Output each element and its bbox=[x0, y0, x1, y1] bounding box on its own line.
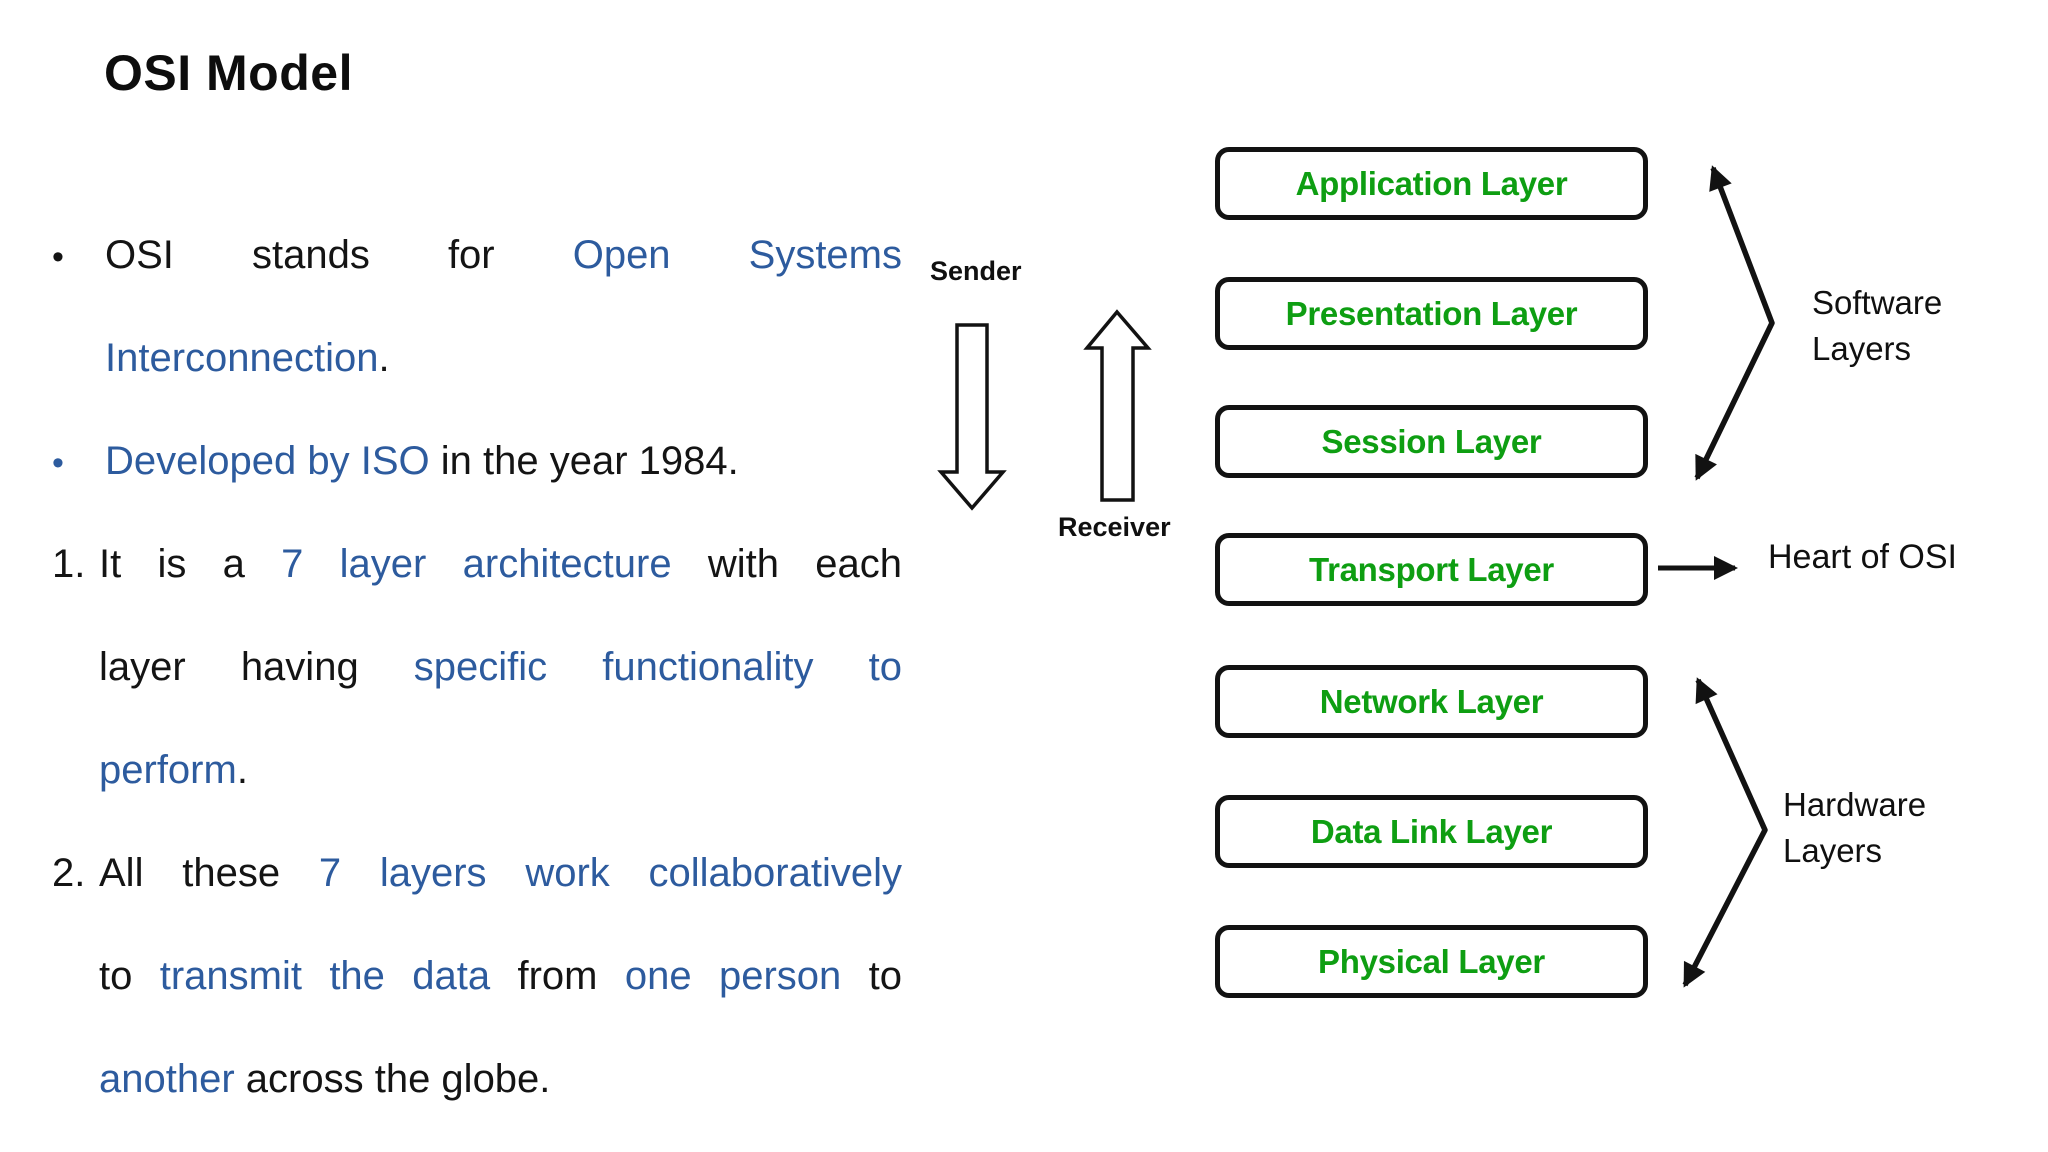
body-line-text: to transmit the data from one person to bbox=[99, 950, 902, 1002]
highlighted-text: perform bbox=[99, 748, 237, 792]
plain-text: to bbox=[99, 954, 160, 998]
layer-box-application-layer: Application Layer bbox=[1215, 147, 1648, 220]
body-line: layer having specific functionality to bbox=[52, 641, 902, 693]
hardware-layers-label: Hardware Layers bbox=[1783, 782, 1926, 874]
highlighted-text: Interconnection bbox=[105, 336, 379, 380]
heart-of-osi-label: Heart of OSI bbox=[1768, 538, 1957, 576]
layer-box-transport-layer: Transport Layer bbox=[1215, 533, 1648, 606]
list-marker: 2. bbox=[52, 851, 86, 895]
highlighted-text: another bbox=[99, 1057, 235, 1101]
plain-text: . bbox=[378, 336, 390, 380]
layer-box-physical-layer: Physical Layer bbox=[1215, 925, 1648, 998]
body-line: perform. bbox=[52, 744, 902, 796]
plain-text: OSI bbox=[105, 233, 252, 277]
highlighted-text: specific functionality to bbox=[413, 645, 902, 689]
body-line: another across the globe. bbox=[52, 1053, 902, 1105]
body-line-text: Developed by ISO in the year 1984. bbox=[105, 435, 902, 487]
sender-label: Sender bbox=[930, 256, 1022, 286]
body-line: 1. It is a 7 layer architecture with each bbox=[52, 538, 902, 590]
plain-text: layer having bbox=[99, 645, 414, 689]
plain-text: to bbox=[841, 954, 902, 998]
plain-text: in the year 1984. bbox=[429, 439, 739, 483]
plain-text: stands bbox=[252, 233, 448, 277]
hardware-label-line2: Layers bbox=[1783, 832, 1883, 869]
plain-text: It is a bbox=[99, 542, 282, 586]
layer-box-data-link-layer: Data Link Layer bbox=[1215, 795, 1648, 868]
body-line-text: layer having specific functionality to bbox=[99, 641, 902, 693]
list-marker: • bbox=[52, 444, 64, 482]
software-label-line2: Layers bbox=[1812, 330, 1912, 367]
list-marker: 1. bbox=[52, 542, 86, 586]
layer-label: Presentation Layer bbox=[1285, 294, 1578, 332]
body-line: Interconnection. bbox=[52, 332, 902, 384]
plain-text: from bbox=[490, 954, 625, 998]
heart-pointer-arrow-icon bbox=[1658, 556, 1738, 580]
layer-label: Session Layer bbox=[1321, 422, 1542, 460]
plain-text: across the globe. bbox=[234, 1057, 551, 1101]
plain-text: All these bbox=[99, 851, 319, 895]
layer-box-network-layer: Network Layer bbox=[1215, 665, 1648, 738]
software-label-line1: Software bbox=[1812, 284, 1943, 321]
plain-text: . bbox=[236, 748, 248, 792]
hardware-layers-bracket-arrow-icon bbox=[1682, 677, 1768, 988]
hardware-label-line1: Hardware bbox=[1783, 786, 1927, 823]
layer-label: Transport Layer bbox=[1309, 550, 1554, 588]
page-title: OSI Model bbox=[104, 45, 353, 101]
body-line-text: another across the globe. bbox=[99, 1053, 902, 1105]
highlighted-text: 7 layers work collaboratively bbox=[318, 851, 902, 895]
highlighted-text: Open Systems bbox=[572, 233, 902, 277]
layer-label: Data Link Layer bbox=[1310, 812, 1553, 850]
body-line-text: All these 7 layers work collaboratively bbox=[99, 847, 902, 899]
body-line-text: Interconnection. bbox=[105, 332, 902, 384]
software-layers-bracket-arrow-icon bbox=[1694, 165, 1775, 481]
body-line-text: It is a 7 layer architecture with each bbox=[99, 538, 902, 590]
layer-box-presentation-layer: Presentation Layer bbox=[1215, 277, 1648, 350]
layer-box-session-layer: Session Layer bbox=[1215, 405, 1648, 478]
body-line: • OSI stands for Open Systems bbox=[52, 229, 902, 281]
highlighted-text: one person bbox=[624, 954, 842, 998]
receiver-label: Receiver bbox=[1058, 512, 1171, 542]
layer-label: Network Layer bbox=[1319, 682, 1544, 720]
plain-text: with each bbox=[671, 542, 903, 586]
layer-label: Application Layer bbox=[1295, 164, 1568, 202]
highlighted-text: Developed by ISO bbox=[105, 439, 430, 483]
list-marker: • bbox=[52, 238, 64, 276]
layer-label: Physical Layer bbox=[1318, 942, 1545, 980]
highlighted-text: transmit the data bbox=[159, 954, 491, 998]
body-line: to transmit the data from one person to bbox=[52, 950, 902, 1002]
body-line-text: perform. bbox=[99, 744, 902, 796]
sender-down-arrow-icon bbox=[937, 323, 1007, 511]
receiver-up-arrow-icon bbox=[1083, 309, 1152, 502]
body-line: 2. All these 7 layers work collaborativel… bbox=[52, 847, 902, 899]
plain-text: for bbox=[447, 233, 573, 277]
software-layers-label: Software Layers bbox=[1812, 280, 1942, 372]
highlighted-text: 7 layer architecture bbox=[281, 542, 672, 586]
body-line-text: OSI stands for Open Systems bbox=[105, 229, 902, 281]
body-line: • Developed by ISO in the year 1984. bbox=[52, 435, 902, 487]
